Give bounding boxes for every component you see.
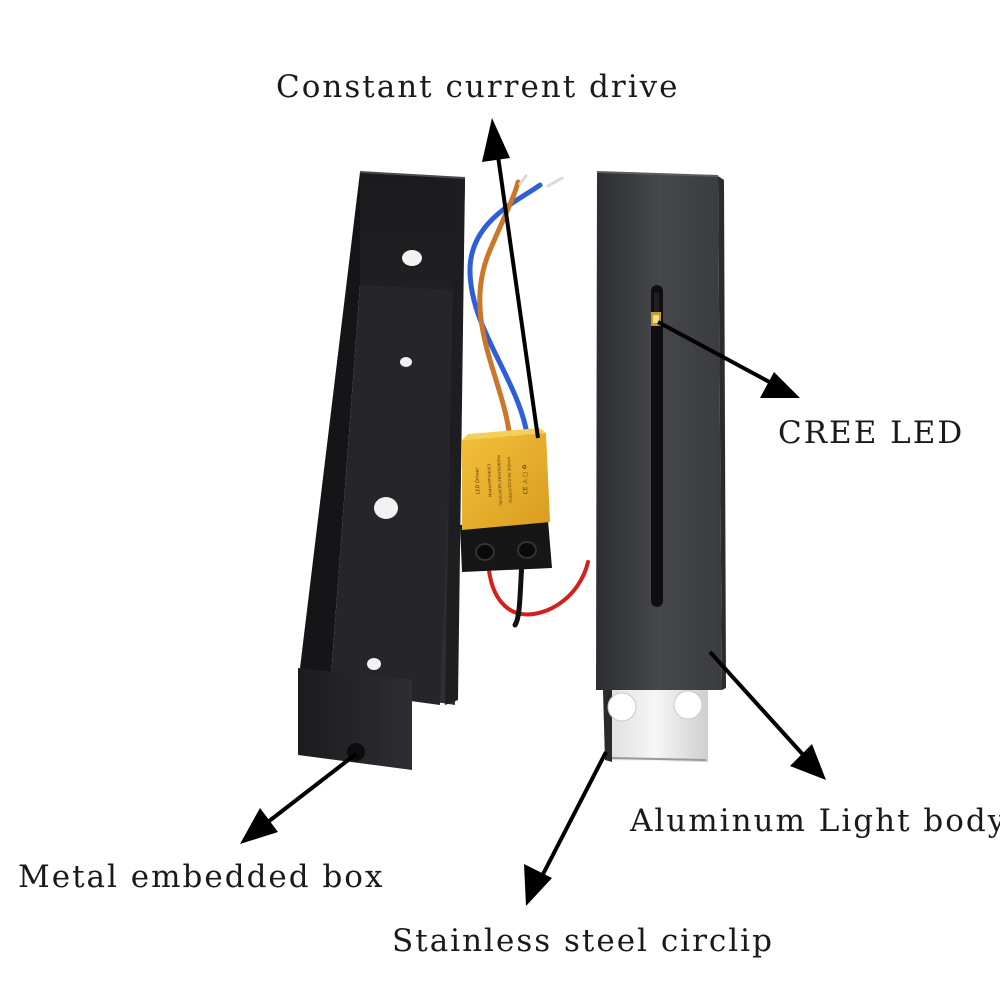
label-cree-led: CREE LED — [778, 415, 965, 451]
arrow-aluminum-light-body — [708, 650, 808, 760]
led-driver: LED Driver Model:MT-E4003 Input:AC85-265… — [460, 428, 552, 572]
label-metal-embedded-box: Metal embedded box — [18, 859, 385, 895]
driver-label-line3: Output:DC3-4V 300mA — [506, 457, 513, 503]
driver-wires — [467, 174, 590, 628]
arrowhead-aluminum-light-body — [790, 744, 826, 780]
label-constant-current-drive: Constant current drive — [276, 69, 680, 105]
box-hole-1 — [402, 250, 422, 266]
arrowhead-metal-embedded-box — [240, 808, 278, 844]
driver-label-title: LED Driver — [475, 467, 482, 495]
aluminum-light-body — [596, 171, 726, 762]
arrow-constant-current-drive — [494, 141, 540, 439]
driver-label-line1: Model:MT-E4003 — [486, 463, 492, 497]
label-aluminum-light-body: Aluminum Light body — [630, 803, 1000, 839]
light-slot — [651, 285, 663, 607]
driver-label-marks: CE ⚠ ▢ ♻ — [521, 464, 529, 494]
callout-arrows — [240, 118, 826, 906]
arrowhead-constant-current-drive — [482, 118, 510, 162]
arrow-metal-embedded-box — [262, 752, 358, 827]
arrow-cree-led — [657, 320, 776, 387]
metal-embedded-box — [298, 171, 466, 770]
arrowhead-cree-led — [760, 372, 800, 398]
stainless-steel-circlip — [603, 690, 708, 762]
arrow-stainless-steel-circlip — [538, 751, 608, 881]
box-hole-2 — [400, 357, 412, 367]
arrowhead-stainless-steel-circlip — [524, 864, 552, 906]
label-stainless-steel-circlip: Stainless steel circlip — [392, 923, 774, 959]
box-hole-4 — [367, 658, 381, 670]
driver-label-line2: Input:AC85-265V50/60Hz — [496, 455, 503, 506]
box-hole-3 — [374, 497, 398, 519]
